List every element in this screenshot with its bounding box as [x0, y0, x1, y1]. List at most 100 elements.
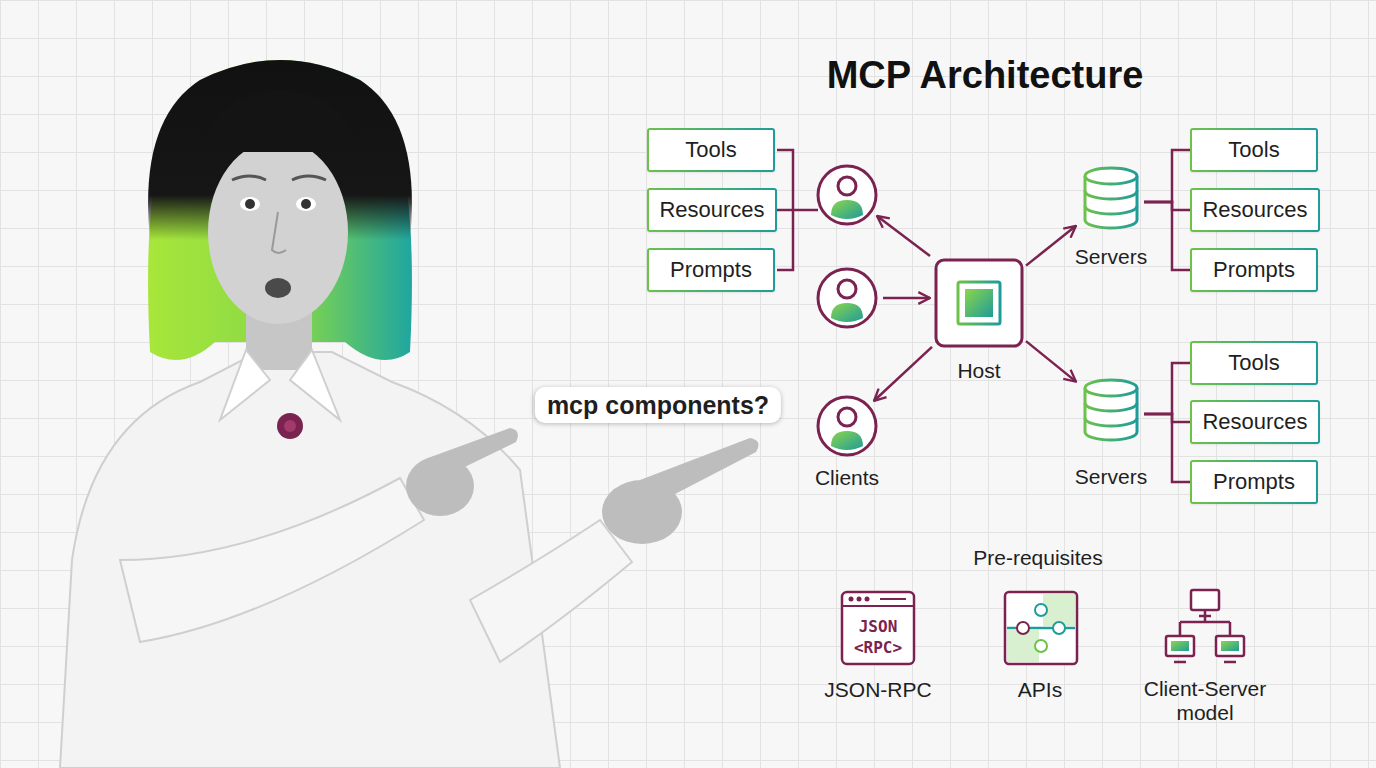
host-icon — [936, 260, 1022, 346]
apis-icon — [1053, 622, 1065, 634]
component-box: Resources — [647, 188, 777, 232]
connector — [874, 347, 932, 401]
box-label: Resources — [1202, 409, 1307, 435]
box-label: Tools — [685, 137, 736, 163]
client-icon — [838, 408, 856, 426]
component-box: Tools — [647, 128, 775, 172]
database-icon — [1085, 168, 1137, 184]
client-icon — [838, 177, 856, 195]
json-rpc-icon — [849, 597, 854, 602]
box-label: Resources — [659, 197, 764, 223]
icon-label: Servers — [1072, 464, 1151, 489]
client-icon — [831, 200, 863, 219]
rose-pin — [277, 413, 303, 439]
component-box: Tools — [1190, 128, 1318, 172]
finger — [640, 438, 758, 506]
apis-icon — [1005, 592, 1077, 664]
host-icon — [934, 258, 1024, 348]
connector — [1144, 414, 1190, 482]
client-icon — [818, 397, 876, 455]
json-rpc-icon — [842, 592, 914, 664]
mouth — [265, 278, 291, 298]
left-bracket — [777, 150, 793, 270]
client-server-icon — [1221, 641, 1239, 651]
client-icon — [831, 431, 863, 450]
hair-colored — [148, 60, 412, 360]
collar — [290, 350, 340, 420]
client-icon — [818, 166, 876, 224]
client-server-icon — [1180, 610, 1230, 636]
client-to-host-arrow — [883, 297, 930, 300]
finger — [428, 428, 518, 478]
speech-bubble: mcp components? — [535, 387, 781, 423]
icon-caption: APIs — [1018, 677, 1062, 702]
pupil — [301, 199, 311, 209]
client-icon — [818, 269, 876, 327]
client-icon — [818, 166, 876, 224]
client-server-icon — [1166, 636, 1194, 656]
client-icon — [818, 269, 876, 327]
box-label: Tools — [1228, 137, 1279, 163]
left-bracket — [777, 150, 818, 270]
pupil — [245, 199, 255, 209]
server-node: Servers — [1072, 166, 1151, 269]
icon-label: Host — [934, 358, 1024, 383]
apis-icon — [1035, 604, 1047, 616]
connector — [1144, 150, 1190, 202]
icon-label: Clients — [812, 465, 883, 490]
json-rpc-icon — [857, 597, 862, 602]
database-icon — [1085, 380, 1137, 396]
json-rpc-icon — [842, 592, 914, 664]
icon-label: Servers — [1072, 244, 1151, 269]
client-icon — [838, 280, 856, 298]
connector — [1026, 226, 1076, 266]
connector — [1144, 202, 1190, 270]
icon-text: <RPC> — [854, 638, 902, 657]
box-label: Resources — [1202, 197, 1307, 223]
box-label: Prompts — [670, 257, 752, 283]
collar — [220, 350, 270, 420]
client-server-icon — [1216, 636, 1244, 656]
client-node: Clients — [812, 394, 883, 490]
client-server-icon — [1191, 590, 1219, 610]
client-icon — [831, 303, 863, 322]
client-icon — [815, 394, 879, 458]
nose — [272, 212, 286, 253]
host-node: Host — [934, 258, 1024, 383]
component-box: Resources — [1190, 400, 1320, 444]
face — [208, 140, 348, 324]
sleeve — [120, 478, 424, 642]
host-icon — [965, 289, 993, 317]
diagram-title: MCP Architecture — [827, 54, 1144, 97]
box-label: Tools — [1228, 350, 1279, 376]
sleeve — [470, 520, 632, 662]
host-to-client-arrow — [877, 216, 930, 256]
brow — [292, 176, 326, 180]
component-box: Tools — [1190, 341, 1318, 385]
component-box: Prompts — [647, 248, 775, 292]
json-rpc-icon — [842, 605, 914, 607]
apis-icon — [1035, 640, 1047, 652]
client-server-icon — [1174, 616, 1236, 662]
icon-caption: JSON-RPC — [824, 677, 931, 702]
database-icon — [1081, 378, 1141, 442]
server-node: Servers — [1072, 378, 1151, 489]
apis-icon — [1017, 622, 1029, 634]
client-server-icon — [1166, 590, 1244, 662]
eye — [240, 197, 260, 211]
rose-pin — [284, 420, 296, 432]
left-bracket — [793, 209, 818, 212]
apis-icon — [1005, 592, 1077, 664]
brow — [232, 176, 266, 180]
icon-caption: Client-Server model — [1130, 677, 1280, 725]
component-box: Resources — [1190, 188, 1320, 232]
client-server-icon — [1171, 641, 1189, 651]
section-heading: Pre-requisites — [973, 545, 1103, 570]
database-icon — [1081, 166, 1141, 230]
fringe — [204, 90, 356, 152]
connector — [1144, 363, 1190, 414]
box-label: Prompts — [1213, 257, 1295, 283]
